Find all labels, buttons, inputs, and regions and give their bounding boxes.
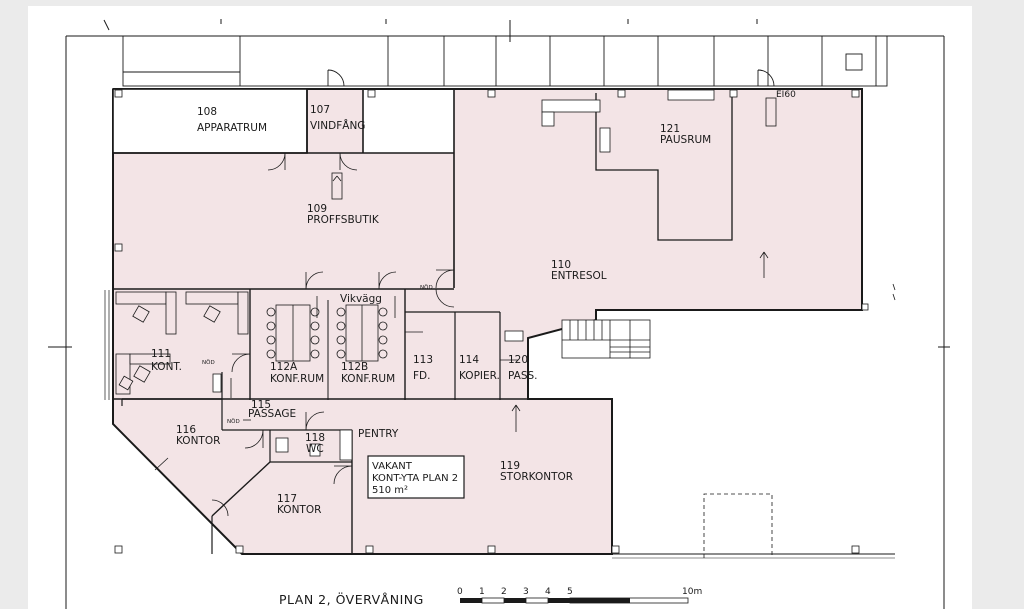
vikvagg-label: Vikvägg bbox=[340, 293, 382, 305]
room-115-no: 115 bbox=[251, 399, 271, 411]
room-111-no: 111 bbox=[151, 348, 171, 360]
exit-markers bbox=[230, 97, 896, 432]
room-117-no: 117 bbox=[277, 493, 297, 505]
room-114-name: KOPIER. bbox=[459, 370, 500, 382]
room-114-no: 114 bbox=[459, 354, 479, 366]
fixtures bbox=[212, 330, 524, 461]
room-110-no: 110 bbox=[551, 259, 571, 271]
room-121-no: 121 bbox=[660, 123, 680, 135]
room-116-no: 116 bbox=[176, 424, 196, 436]
scale-tick-5: 5 bbox=[567, 587, 573, 597]
room-116-name: KONTOR bbox=[176, 435, 220, 447]
room-119-name: STORKONTOR bbox=[500, 471, 573, 483]
room-121-name: PAUSRUM bbox=[660, 134, 711, 146]
room-109-no: 109 bbox=[307, 203, 327, 215]
top-annex bbox=[122, 35, 888, 87]
ei60-label: EI60 bbox=[776, 90, 796, 100]
room-108-no: 108 bbox=[197, 106, 217, 118]
room-113-no: 113 bbox=[413, 354, 433, 366]
room-115-name: PASSAGE bbox=[248, 408, 296, 420]
columns bbox=[114, 89, 869, 554]
room-108-name: APPARATRUM bbox=[197, 122, 267, 134]
vacant-line2: KONT-YTA PLAN 2 bbox=[372, 473, 458, 484]
nod-label-3: NÖD bbox=[227, 418, 240, 425]
nod-label-1: NÖD bbox=[420, 284, 433, 291]
room-109-name: PROFFSBUTIK bbox=[307, 214, 380, 226]
room-112b-no: 112B bbox=[341, 361, 368, 373]
room-110-name: ENTRESOL bbox=[551, 270, 607, 282]
room-107-no: 107 bbox=[310, 104, 330, 116]
walls bbox=[104, 88, 895, 559]
room-labels: 108 APPARATRUM 107 VINDFÅNG 109 PROFFSBU… bbox=[151, 90, 796, 516]
room-113-name: FD. bbox=[413, 370, 430, 382]
room-112a-name: KONF.RUM bbox=[270, 373, 324, 385]
room-120-name: PASS. bbox=[508, 370, 538, 382]
scale-tick-2: 2 bbox=[501, 587, 507, 597]
scale-tick-0: 0 bbox=[457, 587, 463, 597]
room-120-no: 120 bbox=[508, 354, 528, 366]
room-119-no: 119 bbox=[500, 460, 520, 472]
dashed-outline bbox=[703, 493, 773, 558]
doors bbox=[154, 152, 518, 517]
room-118-name: WC bbox=[306, 443, 324, 455]
vacant-line1: VAKANT bbox=[372, 461, 413, 472]
room-112b-name: KONF.RUM bbox=[341, 373, 395, 385]
vacant-box: VAKANT KONT-YTA PLAN 2 510 m² bbox=[367, 455, 465, 499]
office-desks bbox=[115, 291, 249, 395]
scale-tick-4: 4 bbox=[545, 587, 551, 597]
room-112a-no: 112A bbox=[270, 361, 298, 373]
scale-bar: 0 1 2 3 4 5 10m bbox=[457, 587, 702, 604]
scale-tick-1: 1 bbox=[479, 587, 485, 597]
room-111-name: KONT. bbox=[151, 361, 182, 373]
scale-tick-10m: 10m bbox=[682, 587, 702, 597]
drawing-title: PLAN 2, ÖVERVÅNING bbox=[279, 591, 424, 607]
scale-tick-3: 3 bbox=[523, 587, 529, 597]
stairs bbox=[541, 89, 715, 359]
room-118-no: 118 bbox=[305, 432, 325, 444]
room-107-name: VINDFÅNG bbox=[310, 119, 365, 132]
conference-tables bbox=[266, 304, 388, 362]
floor-area bbox=[113, 89, 862, 554]
pentry-label: PENTRY bbox=[358, 428, 399, 440]
room-117-name: KONTOR bbox=[277, 504, 321, 516]
nod-label-2: NÖD bbox=[202, 359, 215, 366]
vacant-line3: 510 m² bbox=[372, 485, 408, 496]
